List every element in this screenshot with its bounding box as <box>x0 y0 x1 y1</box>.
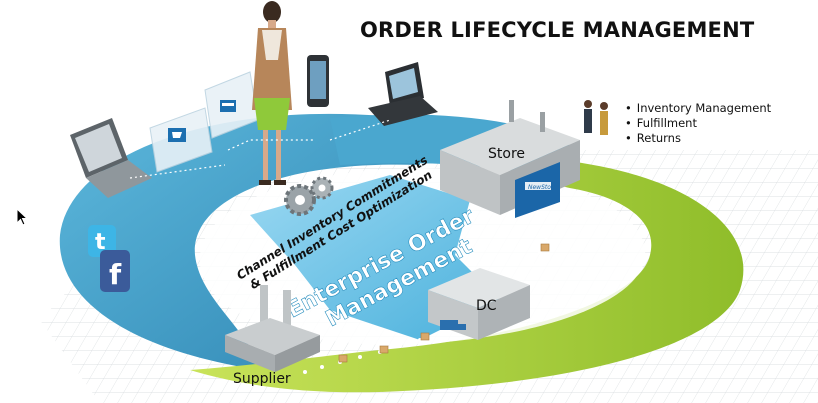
laptop-icon <box>70 118 152 198</box>
store-capabilities-list: Inventory Management Fulfillment Returns <box>625 101 771 146</box>
package-boxes <box>338 243 550 363</box>
woman-figure <box>252 1 292 185</box>
twitter-icon: t <box>88 225 116 257</box>
cart-icon <box>168 128 186 142</box>
dc-building <box>428 268 530 340</box>
page-title: ORDER LIFECYCLE MANAGEMENT <box>360 18 755 42</box>
list-item: Inventory Management <box>625 101 771 116</box>
store-building <box>440 100 580 218</box>
svg-text:f: f <box>109 258 122 291</box>
pos-terminal-icon <box>368 62 438 126</box>
supplier-label: Supplier <box>233 371 291 387</box>
mouse-cursor-icon <box>16 208 28 226</box>
channel-connectors <box>129 119 391 179</box>
store-label: Store <box>488 146 526 162</box>
list-item: Returns <box>625 131 771 146</box>
supplier-factory <box>225 285 320 372</box>
business-people <box>584 100 608 135</box>
gear-icon <box>284 176 334 216</box>
facebook-icon: f <box>100 250 130 292</box>
store-sign: NewStore <box>528 184 557 191</box>
smartphone-icon <box>307 55 329 107</box>
svg-text:t: t <box>95 230 106 255</box>
cash-register-icon <box>220 100 236 112</box>
list-item: Fulfillment <box>625 116 771 131</box>
ring-green-band <box>190 160 744 393</box>
dc-label: DC <box>476 298 497 314</box>
